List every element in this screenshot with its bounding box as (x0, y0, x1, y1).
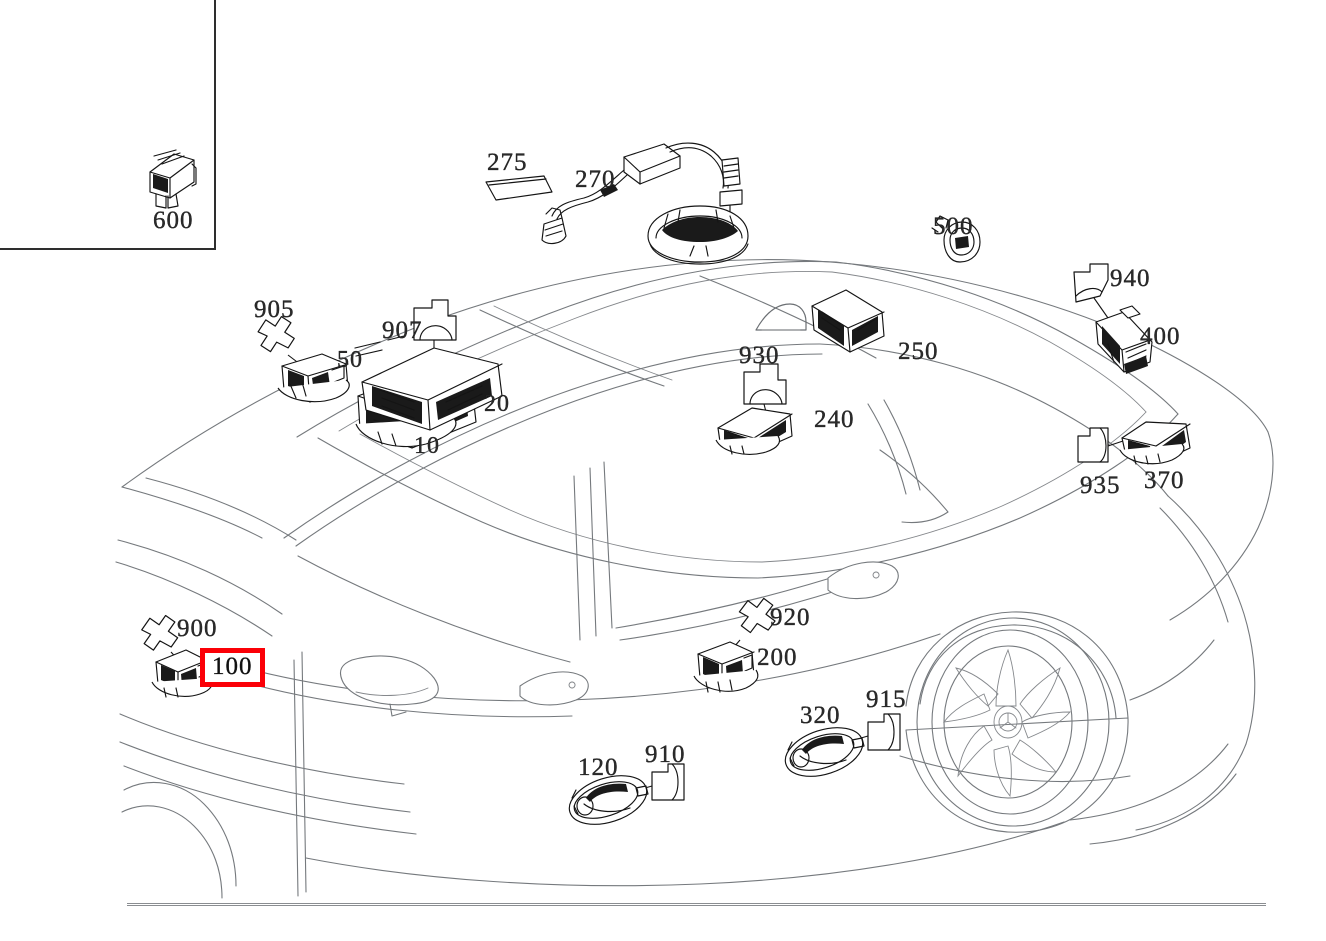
inset-frame-600 (0, 0, 216, 250)
leader-dashes-50 (354, 335, 405, 357)
callout-label-20: 20 (484, 391, 510, 417)
callout-label-270: 270 (575, 166, 616, 193)
part-120-front-spot-lamp (568, 775, 649, 825)
callout-label-120: 120 (578, 754, 619, 781)
callout-label-10: 10 (414, 433, 440, 459)
part-250-led-strip (811, 289, 885, 353)
part-600-switch-module (149, 149, 197, 209)
callout-label-940: 940 (1110, 265, 1151, 292)
car-body-outline (115, 259, 1274, 899)
callout-label-907: 907 (382, 317, 423, 344)
callout-935-screw (1077, 427, 1127, 463)
callout-label-920: 920 (770, 604, 811, 631)
part-20-rear-control-panel (361, 347, 503, 431)
callout-label-500: 500 (933, 213, 974, 240)
callout-label-240: 240 (814, 406, 855, 433)
part-400-connector-block (1095, 305, 1153, 374)
callout-label-930: 930 (739, 342, 780, 369)
callout-label-400: 400 (1140, 323, 1181, 350)
callout-label-910: 910 (645, 741, 686, 768)
part-270-antenna-cable (541, 142, 749, 265)
callout-label-900: 900 (177, 615, 218, 642)
part-320-rear-spot-lamp (784, 727, 865, 777)
callout-label-370: 370 (1144, 467, 1185, 494)
callout-label-250: 250 (898, 338, 939, 365)
part-500-sensor (931, 215, 981, 263)
callout-label-320: 320 (800, 702, 841, 729)
callout-930-screw (743, 363, 787, 421)
callout-915-screw (853, 713, 901, 751)
callout-940-screw (1073, 263, 1109, 319)
callout-label-905: 905 (254, 296, 295, 323)
callout-label-915: 915 (866, 686, 907, 713)
part-200-rear-interior-lamp (693, 641, 759, 693)
callout-label-600: 600 (153, 207, 194, 234)
footer-rule (127, 903, 1266, 906)
part-370-rear-reading-lamp (1119, 421, 1191, 465)
callout-label-100-highlighted[interactable]: 100 (200, 648, 265, 687)
callout-label-935: 935 (1080, 472, 1121, 499)
callout-label-50: 50 (337, 347, 363, 373)
part-275-pad (485, 175, 553, 201)
callout-label-200: 200 (757, 644, 798, 671)
part-240-rear-lamp (715, 407, 793, 455)
part-50-reading-lamp (277, 353, 350, 403)
callout-label-275: 275 (487, 149, 528, 176)
